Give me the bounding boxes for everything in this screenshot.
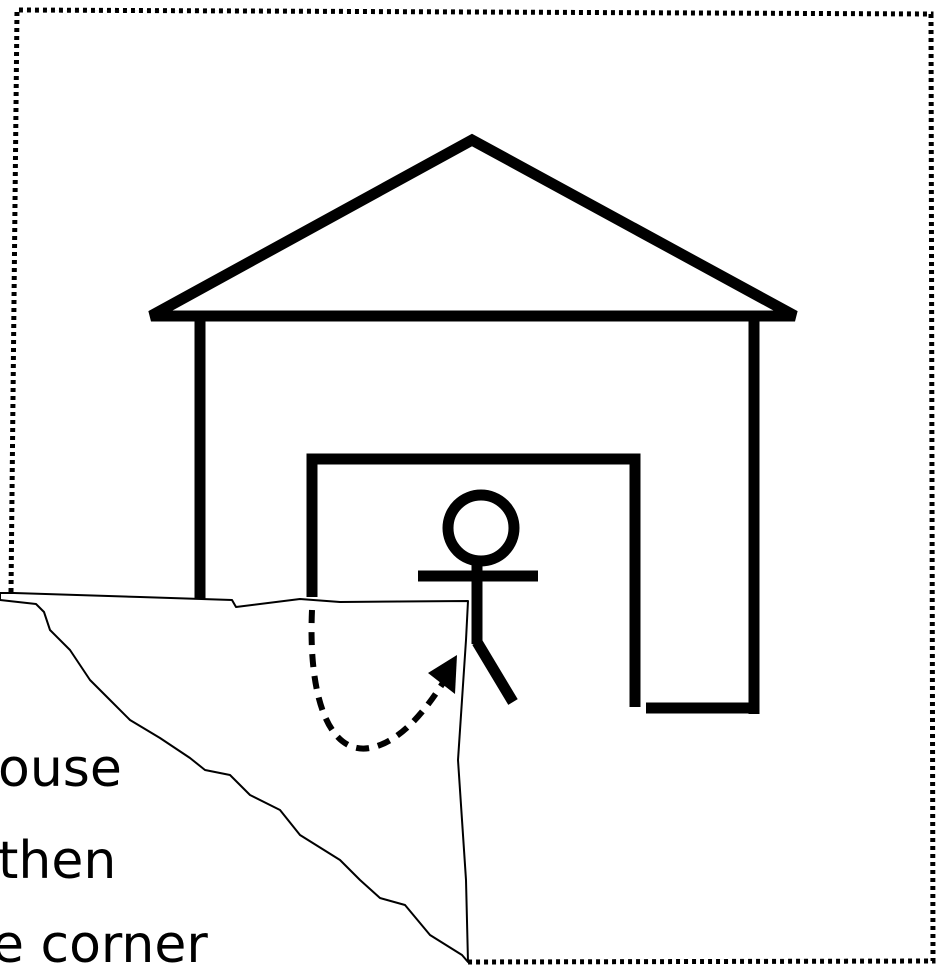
caption-line-2: then: [0, 831, 116, 891]
house-roof: [151, 140, 795, 316]
caption-block: ouse then e corner: [0, 739, 208, 968]
dotted-page-border: [11, 10, 933, 962]
caption-line-1: ouse: [0, 739, 122, 799]
figure-leg: [477, 642, 513, 702]
figure-head: [448, 495, 514, 561]
caption-line-3: e corner: [0, 915, 208, 968]
